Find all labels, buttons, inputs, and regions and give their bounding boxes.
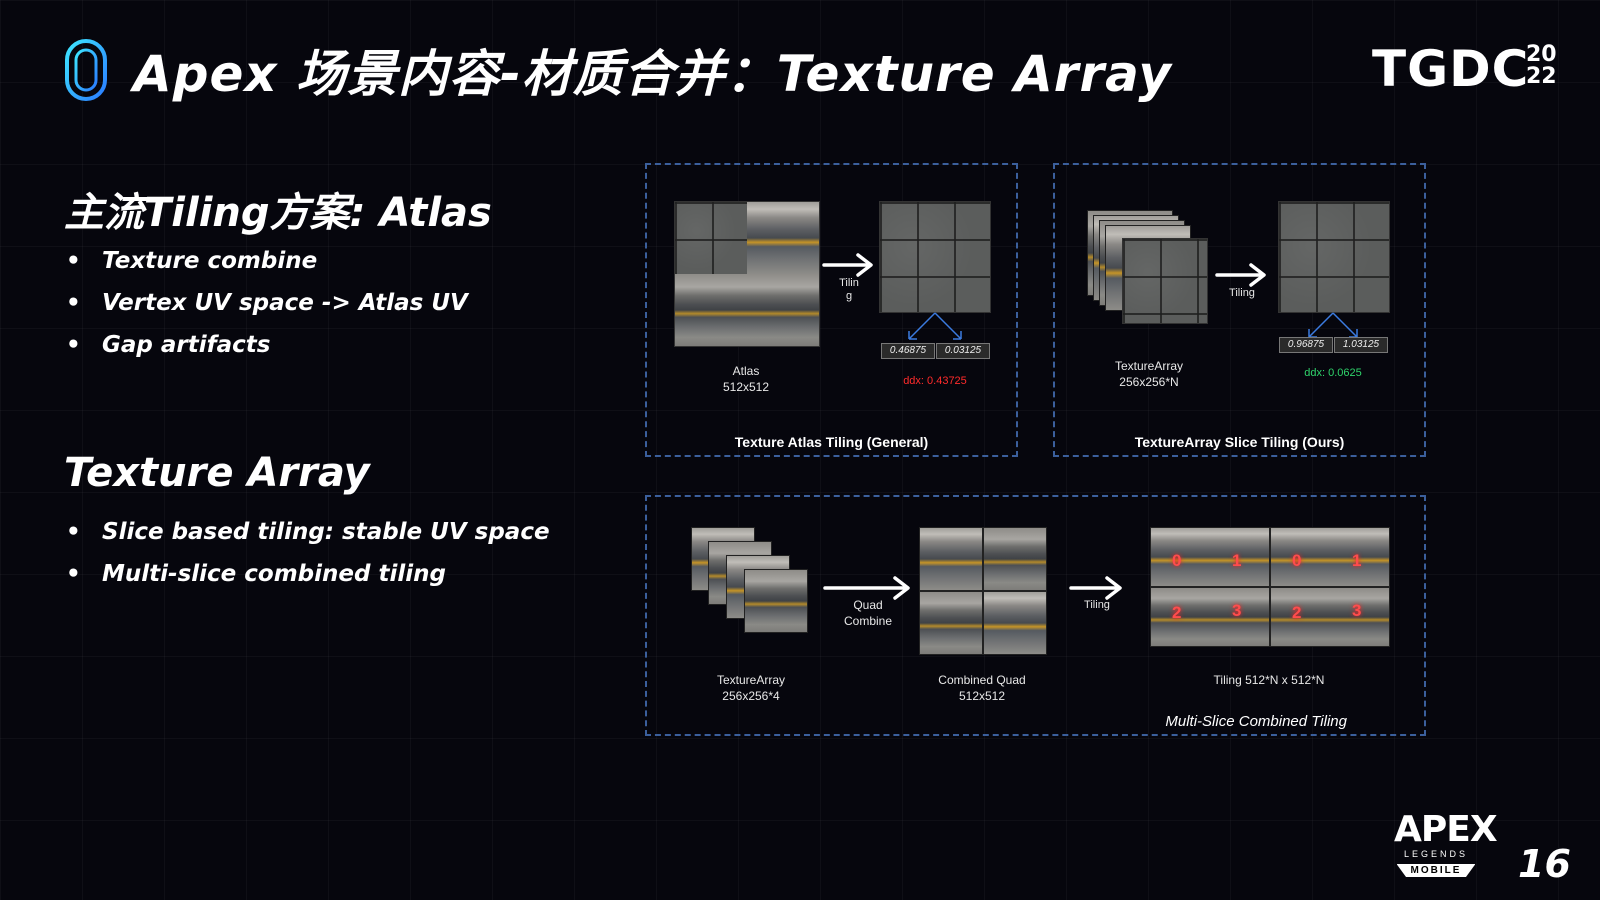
atlas-stripe-quadrant: [747, 202, 819, 274]
arrow-label-line: Tilin: [839, 277, 859, 289]
uv-vectors-icon: [908, 312, 962, 340]
ddx-value-good: ddx: 0.0625: [1304, 367, 1362, 379]
panel-multi-slice-tiling: TextureArray 256x256*4 Quad Combine Comb…: [645, 495, 1426, 736]
slice-index-label: 1: [1352, 551, 1362, 570]
slice-index-label: 3: [1352, 601, 1362, 620]
bullet-item: Texture combine: [64, 240, 468, 282]
game-logo-text: APEX: [1394, 809, 1498, 850]
array-size-caption: 256x256*N: [1119, 375, 1179, 389]
atlas-stripe-bottom: [675, 274, 819, 346]
multi-src-size-caption: 256x256*4: [722, 689, 780, 703]
tiled-result-image: [1278, 201, 1390, 313]
atlas-texture-image: [674, 201, 820, 347]
bullet-item: Vertex UV space -> Atlas UV: [64, 282, 468, 324]
texture-slice: [744, 569, 808, 633]
arrow-label-line: Combine: [843, 614, 893, 628]
quad-cell: [983, 527, 1047, 591]
arrow-label-line: g: [845, 290, 853, 302]
texture-slice-front: [1122, 238, 1208, 324]
arrow-quad-combine-label: Quad Combine: [823, 597, 913, 629]
atlas-caption: Atlas 512x512: [674, 363, 818, 395]
page-number: 16: [1518, 842, 1571, 886]
combined-size-caption: 512x512: [958, 689, 1006, 703]
tile-cell: [1150, 587, 1270, 647]
brand-year-top: 20: [1526, 42, 1557, 67]
slide-title: Apex 场景内容-材质合并：Texture Array: [133, 45, 1172, 103]
slice-index-label: 0: [1292, 551, 1302, 570]
bullet-item: Slice based tiling: stable UV space: [64, 511, 550, 553]
slice-index-label: 3: [1232, 601, 1242, 620]
arrow-right-icon: [1215, 263, 1266, 287]
brand-logo: TGDC: [1372, 40, 1530, 98]
brand-year: 20 22: [1526, 44, 1557, 88]
tiled-multi-result-image: 0 1 0 1 2 3 2 3: [1150, 527, 1390, 647]
bullet-item: Multi-slice combined tiling: [64, 553, 550, 595]
uv-vectors-icon: [1308, 312, 1358, 338]
panel-array-slice-tiling: TextureArray 256x256*N Tiling 0.96875 1.…: [1053, 163, 1426, 457]
tile-cell: [1270, 587, 1390, 647]
tile-cell: [1270, 527, 1390, 587]
combined-caption: Combined Quad 512x512: [917, 672, 1047, 704]
slice-index-label: 2: [1172, 603, 1182, 622]
uv-value-right: 1.03125: [1334, 337, 1388, 353]
uv-value-left: 0.46875: [881, 343, 935, 359]
slice-index-label: 2: [1292, 603, 1302, 622]
uv-value-left: 0.96875: [1279, 337, 1333, 353]
combined-caption-line: Combined Quad: [938, 673, 1026, 687]
brand-year-bottom: 22: [1526, 64, 1557, 89]
uv-value-right: 0.03125: [936, 343, 990, 359]
panel-atlas-tiling: Atlas 512x512 Tilin g 0.46875 0.03125 dd…: [645, 163, 1018, 457]
multi-src-caption-line: TextureArray: [716, 673, 786, 687]
bullet-item: Gap artifacts: [64, 324, 468, 366]
panel-array-title: TextureArray Slice Tiling (Ours): [1134, 434, 1345, 450]
tiled-caption: Tiling 512*N x 512*N: [1213, 673, 1325, 687]
slice-index-label: 1: [1232, 551, 1242, 570]
presentation-logo-icon: [65, 39, 107, 101]
tiled-result-image: [879, 201, 991, 313]
section-atlas-heading: 主流Tiling方案: Atlas: [64, 190, 492, 236]
arrow-tiling-label: Tilin g: [829, 277, 869, 303]
ddx-value-bad: ddx: 0.43725: [903, 375, 967, 387]
combined-quad-image: [919, 527, 1047, 655]
quad-cell: [919, 527, 983, 591]
multi-src-caption: TextureArray 256x256*4: [701, 672, 801, 704]
panel-atlas-title: Texture Atlas Tiling (General): [734, 434, 929, 450]
quad-cell: [919, 591, 983, 655]
section-atlas-bullets: Texture combine Vertex UV space -> Atlas…: [64, 240, 468, 366]
tile-cell: [1150, 527, 1270, 587]
section-texture-array-heading: Texture Array: [64, 450, 370, 496]
quad-cell: [983, 591, 1047, 655]
slice-index-label: 0: [1172, 551, 1182, 570]
game-logo-subtitle: LEGENDS: [1403, 849, 1468, 859]
game-logo-badge: MOBILE: [1396, 864, 1476, 877]
arrow-right-icon: [823, 576, 910, 600]
atlas-size-caption: 512x512: [722, 380, 770, 394]
atlas-tile-quadrant: [675, 202, 747, 274]
arrow-right-icon: [1069, 576, 1122, 600]
array-caption: TextureArray 256x256*N: [1089, 358, 1209, 390]
game-logo: APEX LEGENDS MOBILE: [1394, 809, 1498, 878]
arrow-tiling-label: Tiling: [1084, 599, 1110, 611]
arrow-tiling-label: Tiling: [1229, 287, 1255, 299]
arrow-right-icon: [822, 253, 873, 277]
panel-multi-title: Multi-Slice Combined Tiling: [1165, 713, 1347, 730]
array-caption-line: TextureArray: [1114, 359, 1184, 373]
arrow-label-line: Quad: [853, 598, 883, 612]
atlas-caption-line: Atlas: [732, 364, 760, 378]
section-texture-array-bullets: Slice based tiling: stable UV space Mult…: [64, 511, 550, 595]
